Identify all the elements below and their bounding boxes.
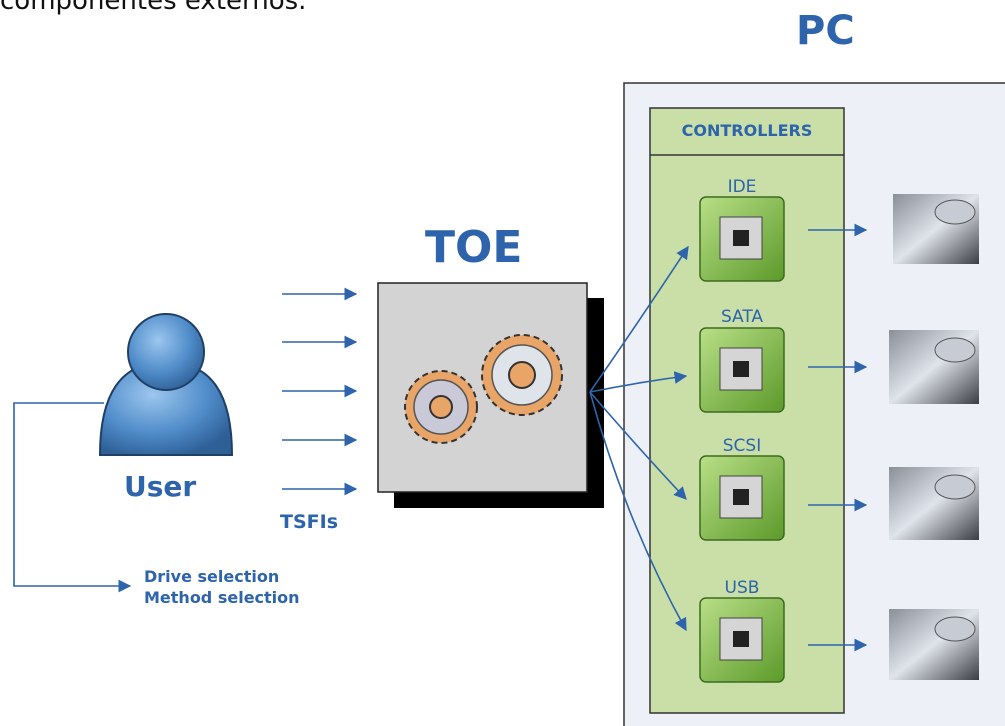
user-label: User bbox=[124, 470, 197, 503]
controllers-title: CONTROLLERS bbox=[681, 121, 813, 140]
user-selection-connector bbox=[13, 402, 132, 593]
pc-title: PC bbox=[796, 8, 855, 54]
gears-icon bbox=[404, 334, 563, 444]
tsfi-arrows bbox=[282, 287, 358, 496]
method-selection-label: Method selection bbox=[144, 588, 300, 607]
chip-disk-arrows bbox=[808, 223, 868, 652]
disk-4-icon bbox=[889, 609, 979, 680]
chip-usb-icon bbox=[699, 597, 785, 683]
chip-scsi-icon bbox=[699, 455, 785, 541]
disk-3-icon bbox=[889, 467, 979, 540]
chip-sata-icon bbox=[699, 327, 785, 413]
header-text: componentes externos. bbox=[0, 0, 307, 16]
disk-2-icon bbox=[889, 330, 979, 404]
controller-ide-label: IDE bbox=[727, 177, 757, 197]
selection-labels: Drive selection Method selection bbox=[144, 566, 300, 608]
toe-title: TOE bbox=[425, 222, 523, 273]
tsfi-label: TSFIs bbox=[280, 511, 339, 533]
disk-1-icon bbox=[893, 194, 979, 264]
toe-controller-arrows bbox=[589, 245, 689, 632]
user-icon bbox=[98, 313, 234, 456]
controller-scsi-label: SCSI bbox=[722, 436, 762, 456]
controller-sata-label: SATA bbox=[720, 307, 764, 327]
chip-ide-icon bbox=[699, 196, 785, 282]
drive-selection-label: Drive selection bbox=[144, 567, 280, 586]
controller-usb-label: USB bbox=[724, 578, 760, 598]
